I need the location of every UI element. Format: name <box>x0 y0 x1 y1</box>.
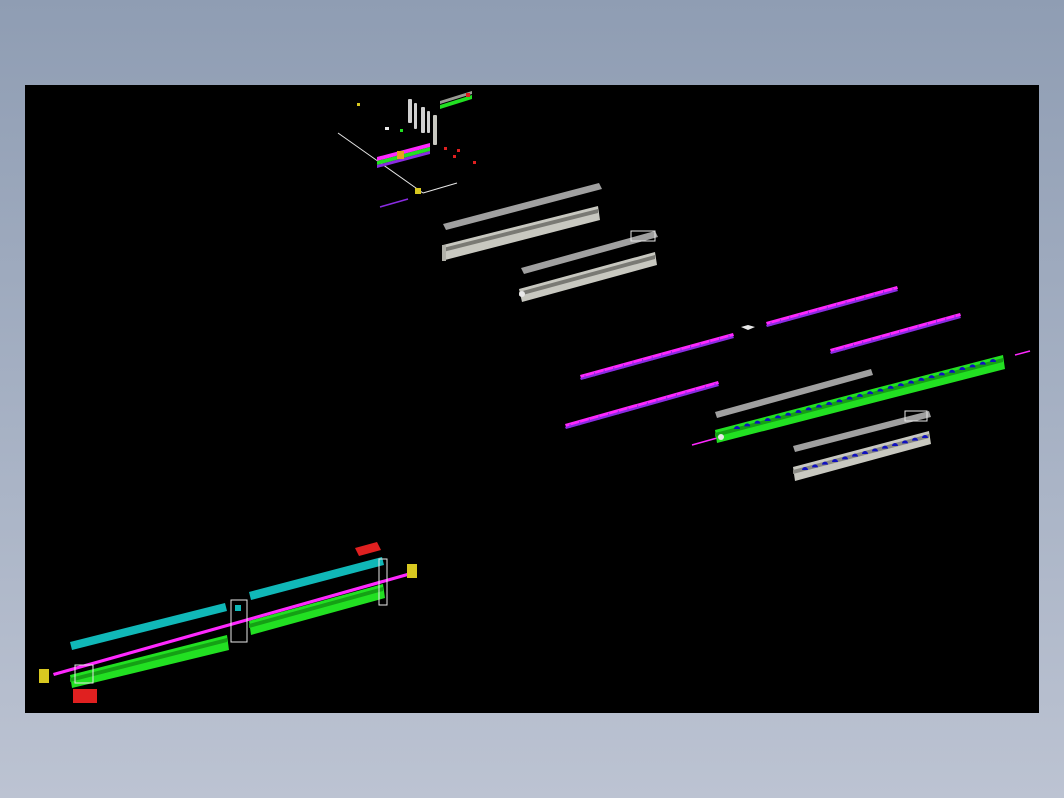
assembly-overview <box>337 91 476 208</box>
roller-icon <box>949 369 956 373</box>
plate-3 <box>715 369 873 418</box>
motor-top <box>355 542 381 556</box>
roller-icon <box>959 367 966 371</box>
roller-icon <box>938 372 945 376</box>
roller-icon <box>785 412 792 416</box>
roller-icon <box>832 459 838 462</box>
shaft-1 <box>580 333 734 378</box>
shaft-3 <box>830 313 961 352</box>
top-plate-2 <box>521 231 658 274</box>
end-bracket-left <box>39 669 49 683</box>
shaft-ticks <box>569 288 956 428</box>
top-plate-1 <box>443 183 602 230</box>
conveyor-assembly <box>39 542 417 703</box>
shaft-4 <box>565 381 719 427</box>
shaft-2 <box>766 286 898 325</box>
roller-icon <box>892 443 898 446</box>
roller-icon <box>805 407 812 411</box>
roller-icon <box>774 415 781 419</box>
roller-icon <box>902 440 908 444</box>
roller-icon <box>979 361 986 365</box>
roller-icon <box>922 435 928 438</box>
roller-icon <box>734 426 740 429</box>
roller-icon <box>867 391 874 395</box>
roller-icon <box>836 399 843 403</box>
roller-icon <box>872 448 878 452</box>
roller-icon <box>744 423 751 427</box>
roller-icon <box>862 451 868 454</box>
upper-profiles <box>442 183 658 302</box>
roller-row-grey <box>802 435 928 470</box>
shaft-group <box>565 286 961 429</box>
exploded-assembly-drawing <box>39 91 1031 703</box>
roller-icon <box>908 380 915 384</box>
cover-left <box>70 603 227 650</box>
cad-viewport[interactable] <box>25 85 1039 713</box>
roller-icon <box>852 453 858 457</box>
roller-icon <box>990 359 996 362</box>
cover-right <box>249 557 384 600</box>
roller-icon <box>882 445 888 449</box>
roller-icon <box>802 467 808 470</box>
roller-icon <box>928 375 935 379</box>
roller-icon <box>897 383 904 387</box>
end-bracket-right <box>407 564 417 578</box>
roller-icon <box>887 385 894 389</box>
roller-icon <box>764 417 771 421</box>
roller-icon <box>795 409 802 413</box>
motor-bottom <box>73 689 97 703</box>
grey-roller-channel <box>793 410 931 481</box>
roller-icon <box>812 464 818 468</box>
roller-icon <box>815 404 822 408</box>
roller-icon <box>846 396 853 400</box>
roller-icon <box>877 388 884 392</box>
roller-row-green <box>734 359 996 429</box>
roller-icon <box>969 364 976 368</box>
roller-icon <box>754 420 761 424</box>
roller-icon <box>826 401 833 405</box>
plate-4 <box>793 411 931 452</box>
roller-icon <box>856 393 863 397</box>
roller-icon <box>912 437 918 441</box>
roller-icon <box>918 377 925 381</box>
roller-icon <box>822 461 828 465</box>
u-channel-1 <box>443 206 600 260</box>
roller-icon <box>842 456 848 460</box>
coupling-icon <box>741 325 755 330</box>
